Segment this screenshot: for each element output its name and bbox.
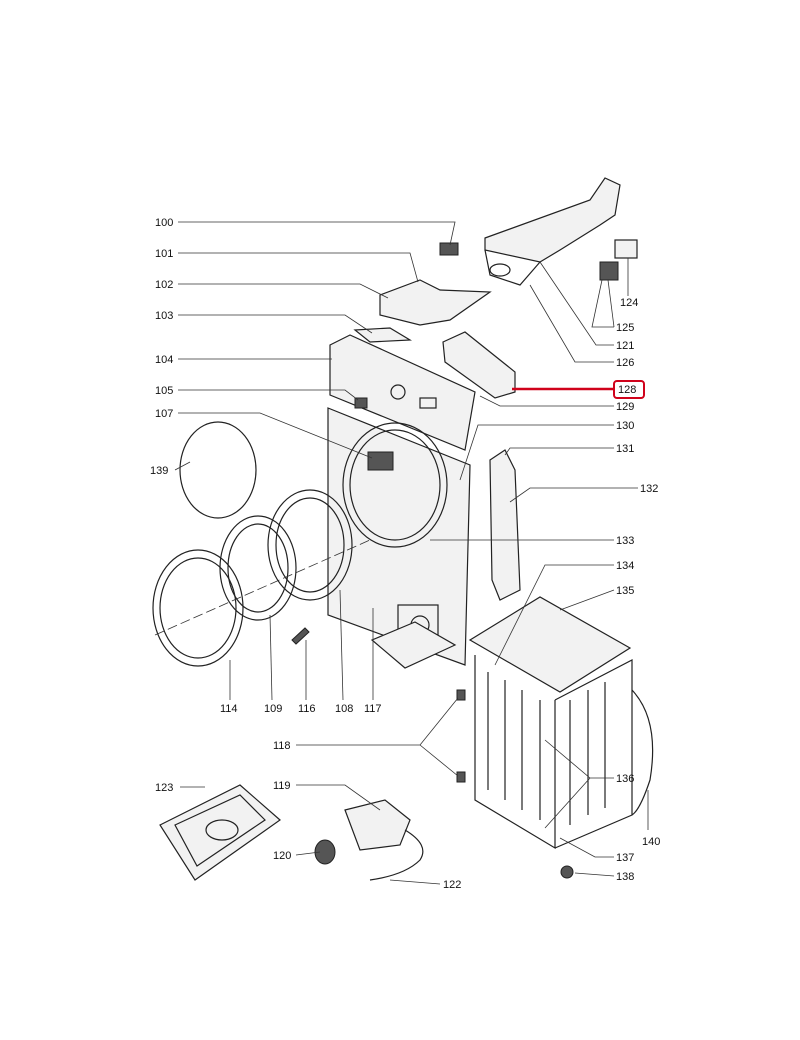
dispenser-parts bbox=[353, 242, 492, 343]
part-label-100[interactable]: 100 bbox=[155, 217, 173, 229]
leader-line-130 bbox=[459, 424, 614, 481]
top-rail-part bbox=[484, 177, 621, 286]
part-label-118[interactable]: 118 bbox=[273, 740, 291, 752]
leader-line-129 bbox=[479, 395, 614, 407]
part-label-121[interactable]: 121 bbox=[616, 340, 634, 352]
part-label-137[interactable]: 137 bbox=[616, 852, 634, 864]
part-label-102[interactable]: 102 bbox=[155, 279, 173, 291]
part-label-116[interactable]: 116 bbox=[298, 703, 316, 715]
leader-line-120 bbox=[295, 851, 321, 856]
leader-line-137 bbox=[559, 837, 614, 858]
cabinet-part bbox=[456, 596, 654, 879]
part-label-133[interactable]: 133 bbox=[616, 535, 634, 547]
part-label-103[interactable]: 103 bbox=[155, 310, 173, 322]
leader-line-100 bbox=[178, 221, 456, 246]
leader-line-102 bbox=[178, 283, 389, 299]
leader-line-118 bbox=[296, 697, 459, 777]
part-label-132[interactable]: 132 bbox=[640, 483, 658, 495]
part-label-138[interactable]: 138 bbox=[616, 871, 634, 883]
part-label-108[interactable]: 108 bbox=[335, 703, 353, 715]
part-label-109[interactable]: 109 bbox=[264, 703, 282, 715]
part-label-117[interactable]: 117 bbox=[364, 703, 382, 715]
part-label-104[interactable]: 104 bbox=[155, 354, 173, 366]
pump-parts bbox=[314, 799, 424, 881]
side-rail-part bbox=[489, 449, 521, 601]
switch-parts bbox=[599, 239, 638, 281]
part-label-131[interactable]: 131 bbox=[616, 443, 634, 455]
leader-line-139 bbox=[174, 461, 191, 471]
part-label-128[interactable]: 128 bbox=[618, 384, 636, 396]
part-label-101[interactable]: 101 bbox=[155, 248, 173, 260]
part-label-139[interactable]: 139 bbox=[150, 465, 168, 477]
part-label-122[interactable]: 122 bbox=[443, 879, 461, 891]
leader-line-119 bbox=[296, 784, 381, 811]
leader-line-132 bbox=[509, 487, 638, 503]
leader-line-122 bbox=[389, 879, 441, 885]
part-label-134[interactable]: 134 bbox=[616, 560, 634, 572]
leader-line-131 bbox=[504, 447, 614, 456]
leader-line-134 bbox=[494, 564, 614, 666]
part-label-124[interactable]: 124 bbox=[620, 297, 638, 309]
leader-line-125 bbox=[591, 279, 615, 328]
part-label-125[interactable]: 125 bbox=[616, 322, 634, 334]
control-panel-part bbox=[329, 334, 476, 451]
part-label-129[interactable]: 129 bbox=[616, 401, 634, 413]
leader-line-107 bbox=[178, 412, 373, 459]
part-label-107[interactable]: 107 bbox=[155, 408, 173, 420]
leader-line-105 bbox=[178, 389, 359, 401]
electronic-module-part bbox=[442, 331, 516, 399]
leader-line-135 bbox=[559, 589, 615, 611]
leader-line-136 bbox=[544, 739, 614, 829]
highlight-box bbox=[613, 380, 645, 399]
door-parts bbox=[152, 421, 371, 667]
part-label-119[interactable]: 119 bbox=[273, 780, 291, 792]
leader-lines bbox=[174, 221, 649, 885]
part-label-130[interactable]: 130 bbox=[616, 420, 634, 432]
part-label-136[interactable]: 136 bbox=[616, 773, 634, 785]
part-label-114[interactable]: 114 bbox=[220, 703, 238, 715]
knob-part bbox=[354, 397, 368, 409]
leader-line-126 bbox=[529, 284, 614, 363]
leader-line-101 bbox=[178, 252, 419, 283]
leader-line-121 bbox=[539, 261, 614, 346]
front-panel-part bbox=[327, 407, 471, 669]
part-label-126[interactable]: 126 bbox=[616, 357, 634, 369]
part-label-105[interactable]: 105 bbox=[155, 385, 173, 397]
part-labels: 100 101 102 103 104 105 107 139 114 109 116 108 117 1… bbox=[150, 217, 660, 891]
part-label-135[interactable]: 135 bbox=[616, 585, 634, 597]
leader-line-109 bbox=[269, 614, 273, 701]
screw-part bbox=[291, 627, 310, 645]
leader-line-108 bbox=[339, 589, 344, 701]
leader-line-103 bbox=[178, 314, 373, 334]
base-tray-part bbox=[159, 784, 281, 881]
leader-line-138 bbox=[574, 872, 615, 877]
part-label-140[interactable]: 140 bbox=[642, 836, 660, 848]
part-label-123[interactable]: 123 bbox=[155, 782, 173, 794]
part-label-120[interactable]: 120 bbox=[273, 850, 291, 862]
